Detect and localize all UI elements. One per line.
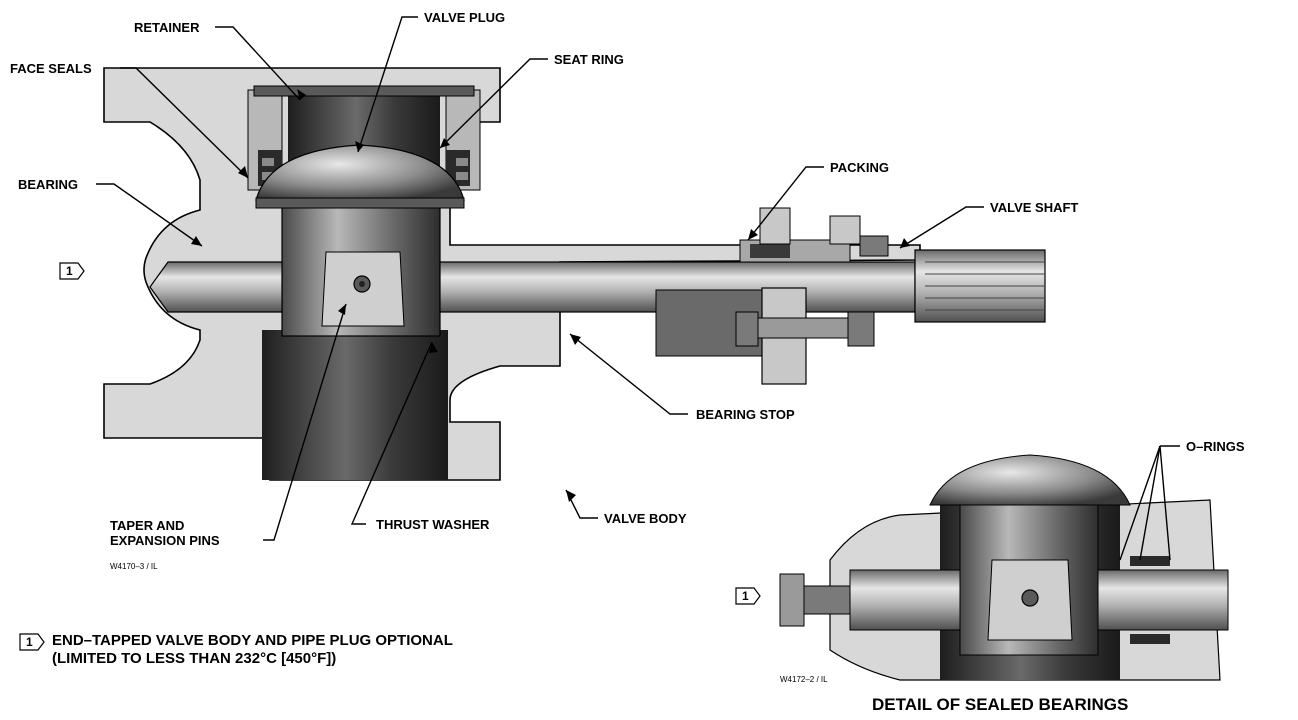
note-line1: END–TAPPED VALVE BODY AND PIPE PLUG OPTI… — [52, 632, 453, 649]
retainer — [247, 85, 481, 191]
label-bearing-stop: BEARING STOP — [696, 407, 795, 422]
label-taper-line1: TAPER AND — [110, 518, 185, 533]
label-thrust-washer: THRUST WASHER — [376, 517, 490, 532]
label-valve-plug: VALVE PLUG — [424, 10, 506, 25]
leader-taper-pins — [263, 303, 347, 541]
callout-marker-1-main: 1 — [66, 264, 73, 278]
leader-seat-ring — [439, 58, 548, 149]
callout-marker-1-detail: 1 — [742, 589, 749, 603]
figure-id-main: W4170–3 / IL — [110, 562, 158, 571]
leader-face-seals — [120, 67, 249, 179]
leader-thrust-washer — [350, 341, 433, 525]
leader-valve-plug — [357, 16, 418, 153]
packing — [739, 207, 889, 263]
leader-retainer — [215, 26, 301, 101]
detail-title: DETAIL OF SEALED BEARINGS — [872, 695, 1129, 714]
leader-valve-shaft — [899, 206, 984, 249]
clamp-assembly — [655, 287, 875, 385]
arrowheads — [191, 89, 910, 502]
valve-plug — [255, 144, 465, 337]
leader-o-rings-c — [1159, 445, 1171, 561]
leader-bearing — [96, 183, 203, 247]
label-seat-ring: SEAT RING — [554, 52, 624, 67]
leader-o-rings-a — [1119, 445, 1161, 561]
callout-marker-shapes — [19, 262, 761, 651]
label-valve-body: VALVE BODY — [604, 511, 687, 526]
leader-o-rings-b — [1139, 445, 1161, 561]
leader-lines — [96, 16, 1180, 561]
label-o-rings: O–RINGS — [1186, 439, 1245, 454]
detail-sealed-bearings — [779, 454, 1229, 681]
figure-id-detail: W4172–2 / IL — [780, 675, 828, 684]
label-valve-shaft: VALVE SHAFT — [990, 200, 1079, 215]
label-retainer: RETAINER — [134, 20, 200, 35]
callout-marker-1-note: 1 — [26, 635, 33, 649]
label-face-seals: FACE SEALS — [10, 61, 92, 76]
note-line2: (LIMITED TO LESS THAN 232°C [450°F]) — [52, 650, 337, 667]
leader-bearing-stop — [569, 333, 688, 415]
label-packing: PACKING — [830, 160, 889, 175]
label-taper-line2: EXPANSION PINS — [110, 533, 220, 548]
label-bearing: BEARING — [18, 177, 78, 192]
leader-packing — [747, 166, 824, 241]
